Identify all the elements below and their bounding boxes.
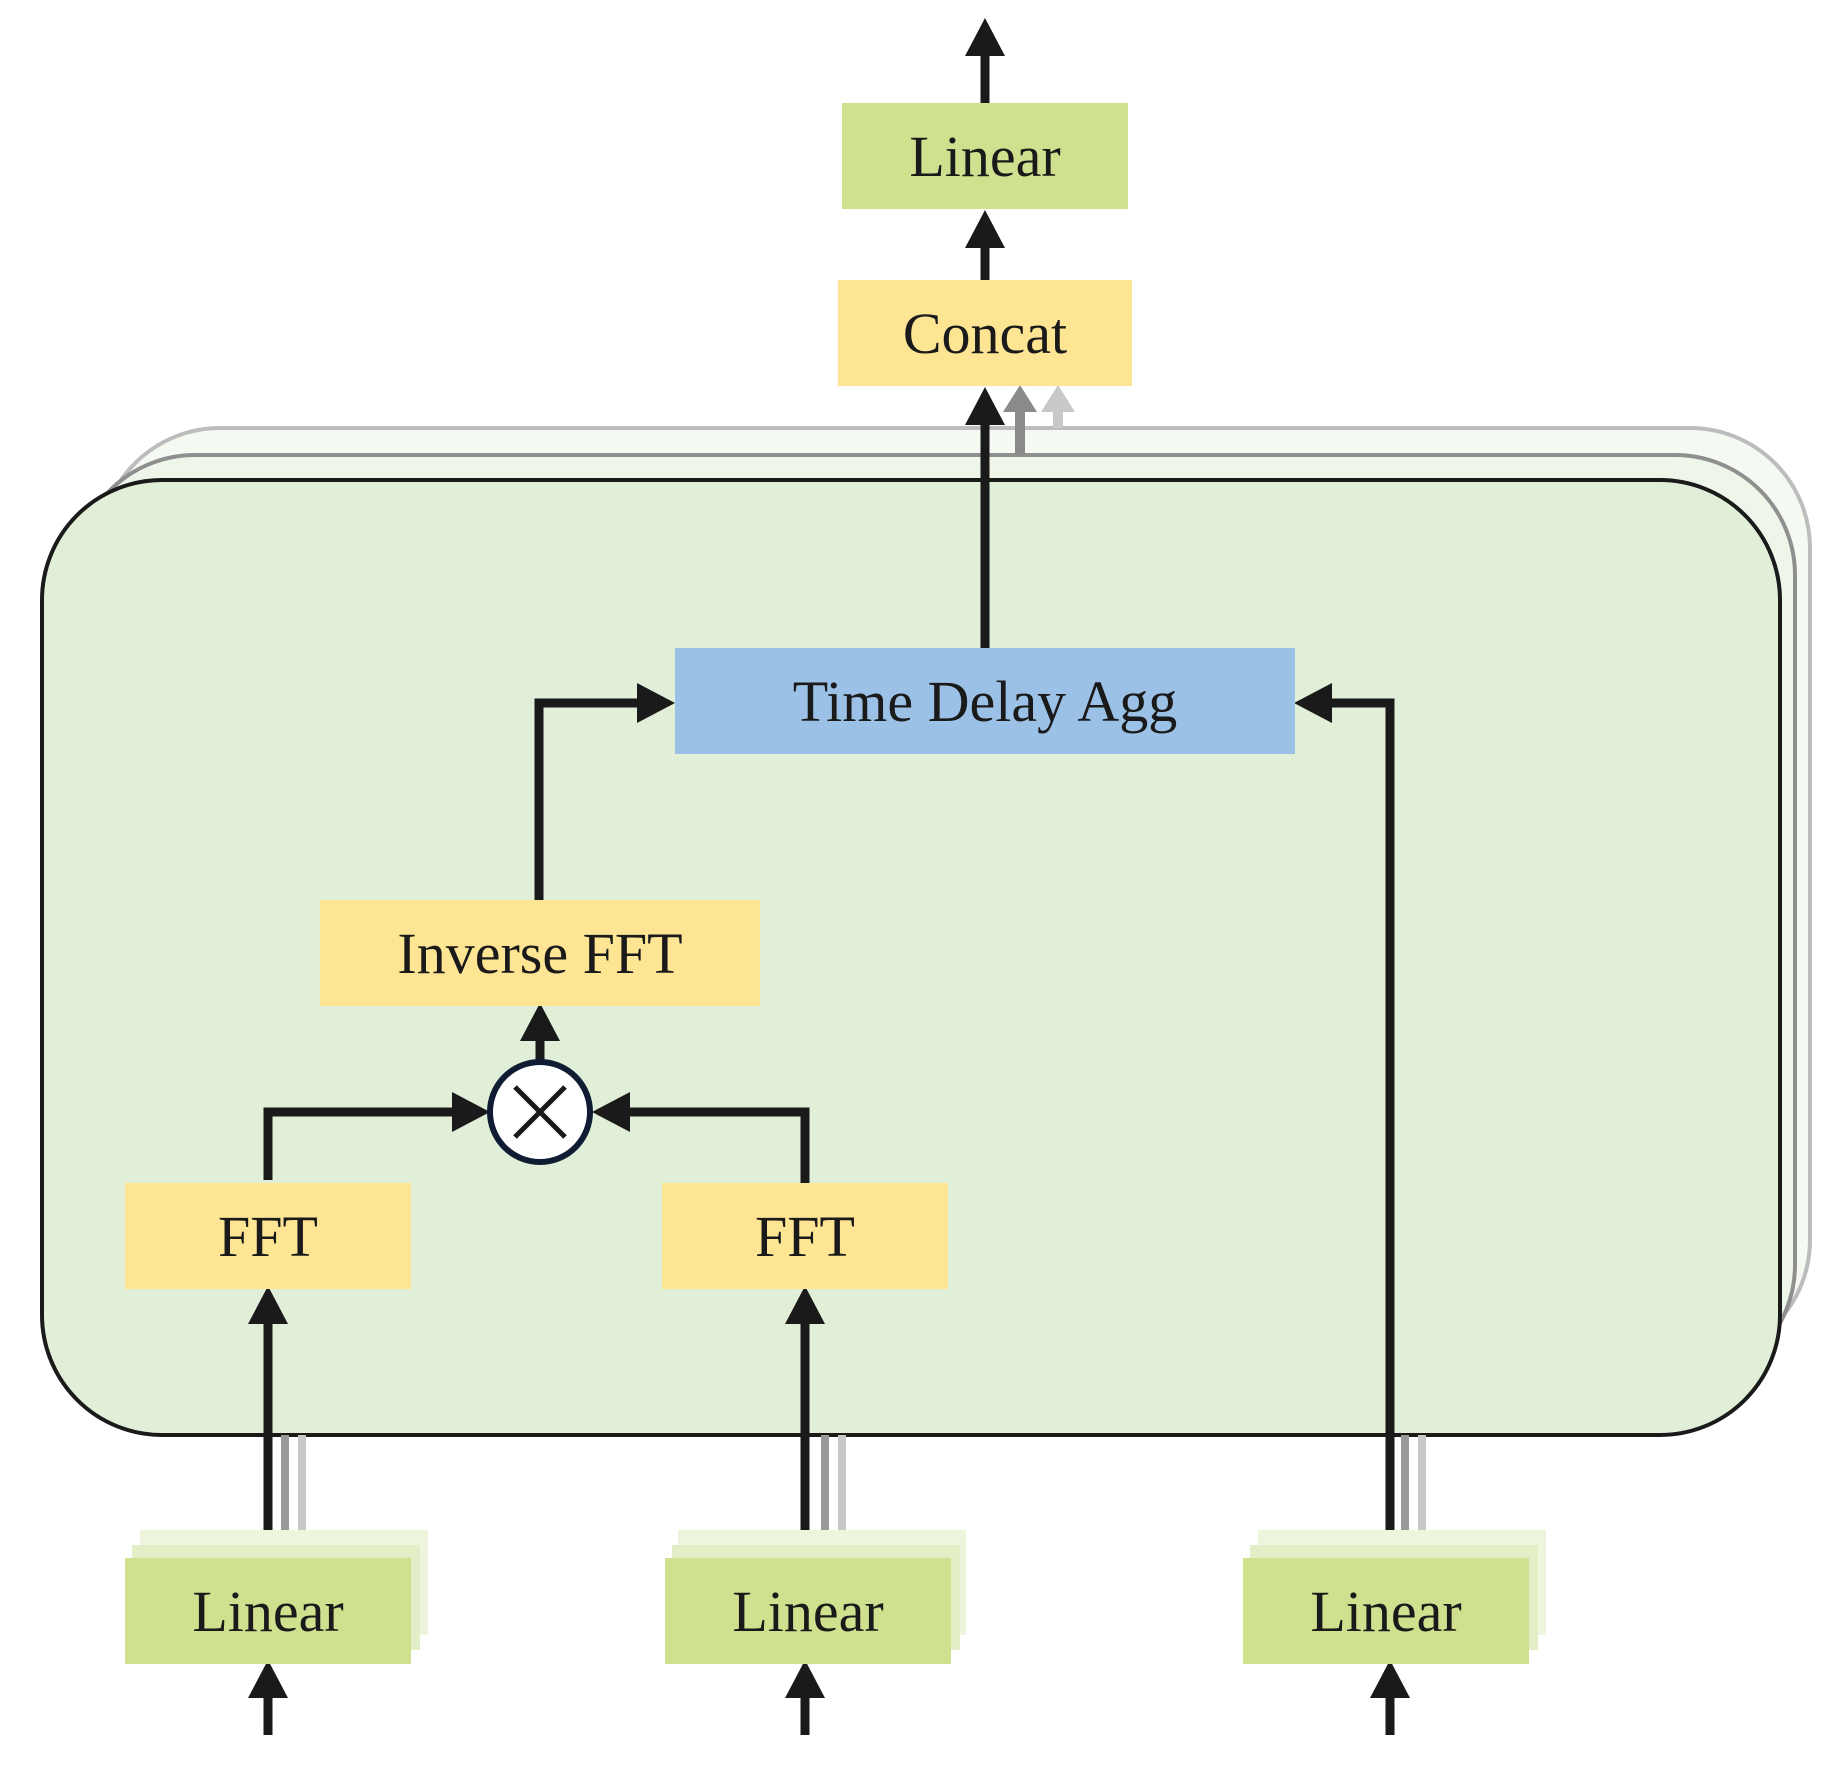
arrowhead-fft-left-in <box>248 1286 288 1324</box>
output-linear-box: Linear <box>842 103 1128 209</box>
fft-left-box: FFT <box>125 1183 411 1289</box>
arrowhead-timedelay-left <box>637 683 675 723</box>
arrowhead-inversefft-in <box>520 1003 560 1041</box>
fft-right-label: FFT <box>755 1203 855 1269</box>
linear-k-box: Linear <box>665 1558 951 1664</box>
arrowhead-fft-right-in <box>785 1286 825 1324</box>
concat-label: Concat <box>902 300 1068 366</box>
arrowhead-timedelay-right <box>1294 683 1332 723</box>
linear-v-box: Linear <box>1243 1558 1529 1664</box>
arrowhead-linear-q-in <box>248 1660 288 1698</box>
arrowhead-linear-v-in <box>1370 1660 1410 1698</box>
output-linear-label: Linear <box>909 123 1061 189</box>
linear-v-label: Linear <box>1310 1578 1462 1644</box>
linear-k-label: Linear <box>732 1578 884 1644</box>
inverse-fft-box: Inverse FFT <box>320 900 760 1006</box>
ghost-arrows-top <box>1003 385 1075 455</box>
arrowhead-multiply-right <box>592 1092 630 1132</box>
linear-q-box: Linear <box>125 1558 411 1664</box>
concat-box: Concat <box>838 280 1132 386</box>
arrowhead-output <box>965 18 1005 56</box>
fft-right-box: FFT <box>662 1183 948 1289</box>
fft-left-label: FFT <box>218 1203 318 1269</box>
time-delay-agg-box: Time Delay Agg <box>675 648 1295 754</box>
arrowhead-linear-k-in <box>785 1660 825 1698</box>
arrowheads <box>248 18 1410 1698</box>
arrowhead-concat-in <box>965 387 1005 425</box>
ghost-arrows-bottom <box>281 1435 1426 1540</box>
time-delay-agg-label: Time Delay Agg <box>792 668 1178 734</box>
arrowhead-multiply-left <box>452 1092 490 1132</box>
multiply-icon <box>513 1085 567 1139</box>
inverse-fft-label: Inverse FFT <box>397 920 683 986</box>
arrowhead-linear-in <box>965 210 1005 248</box>
head-panel-front <box>40 478 1782 1437</box>
linear-q-label: Linear <box>192 1578 344 1644</box>
